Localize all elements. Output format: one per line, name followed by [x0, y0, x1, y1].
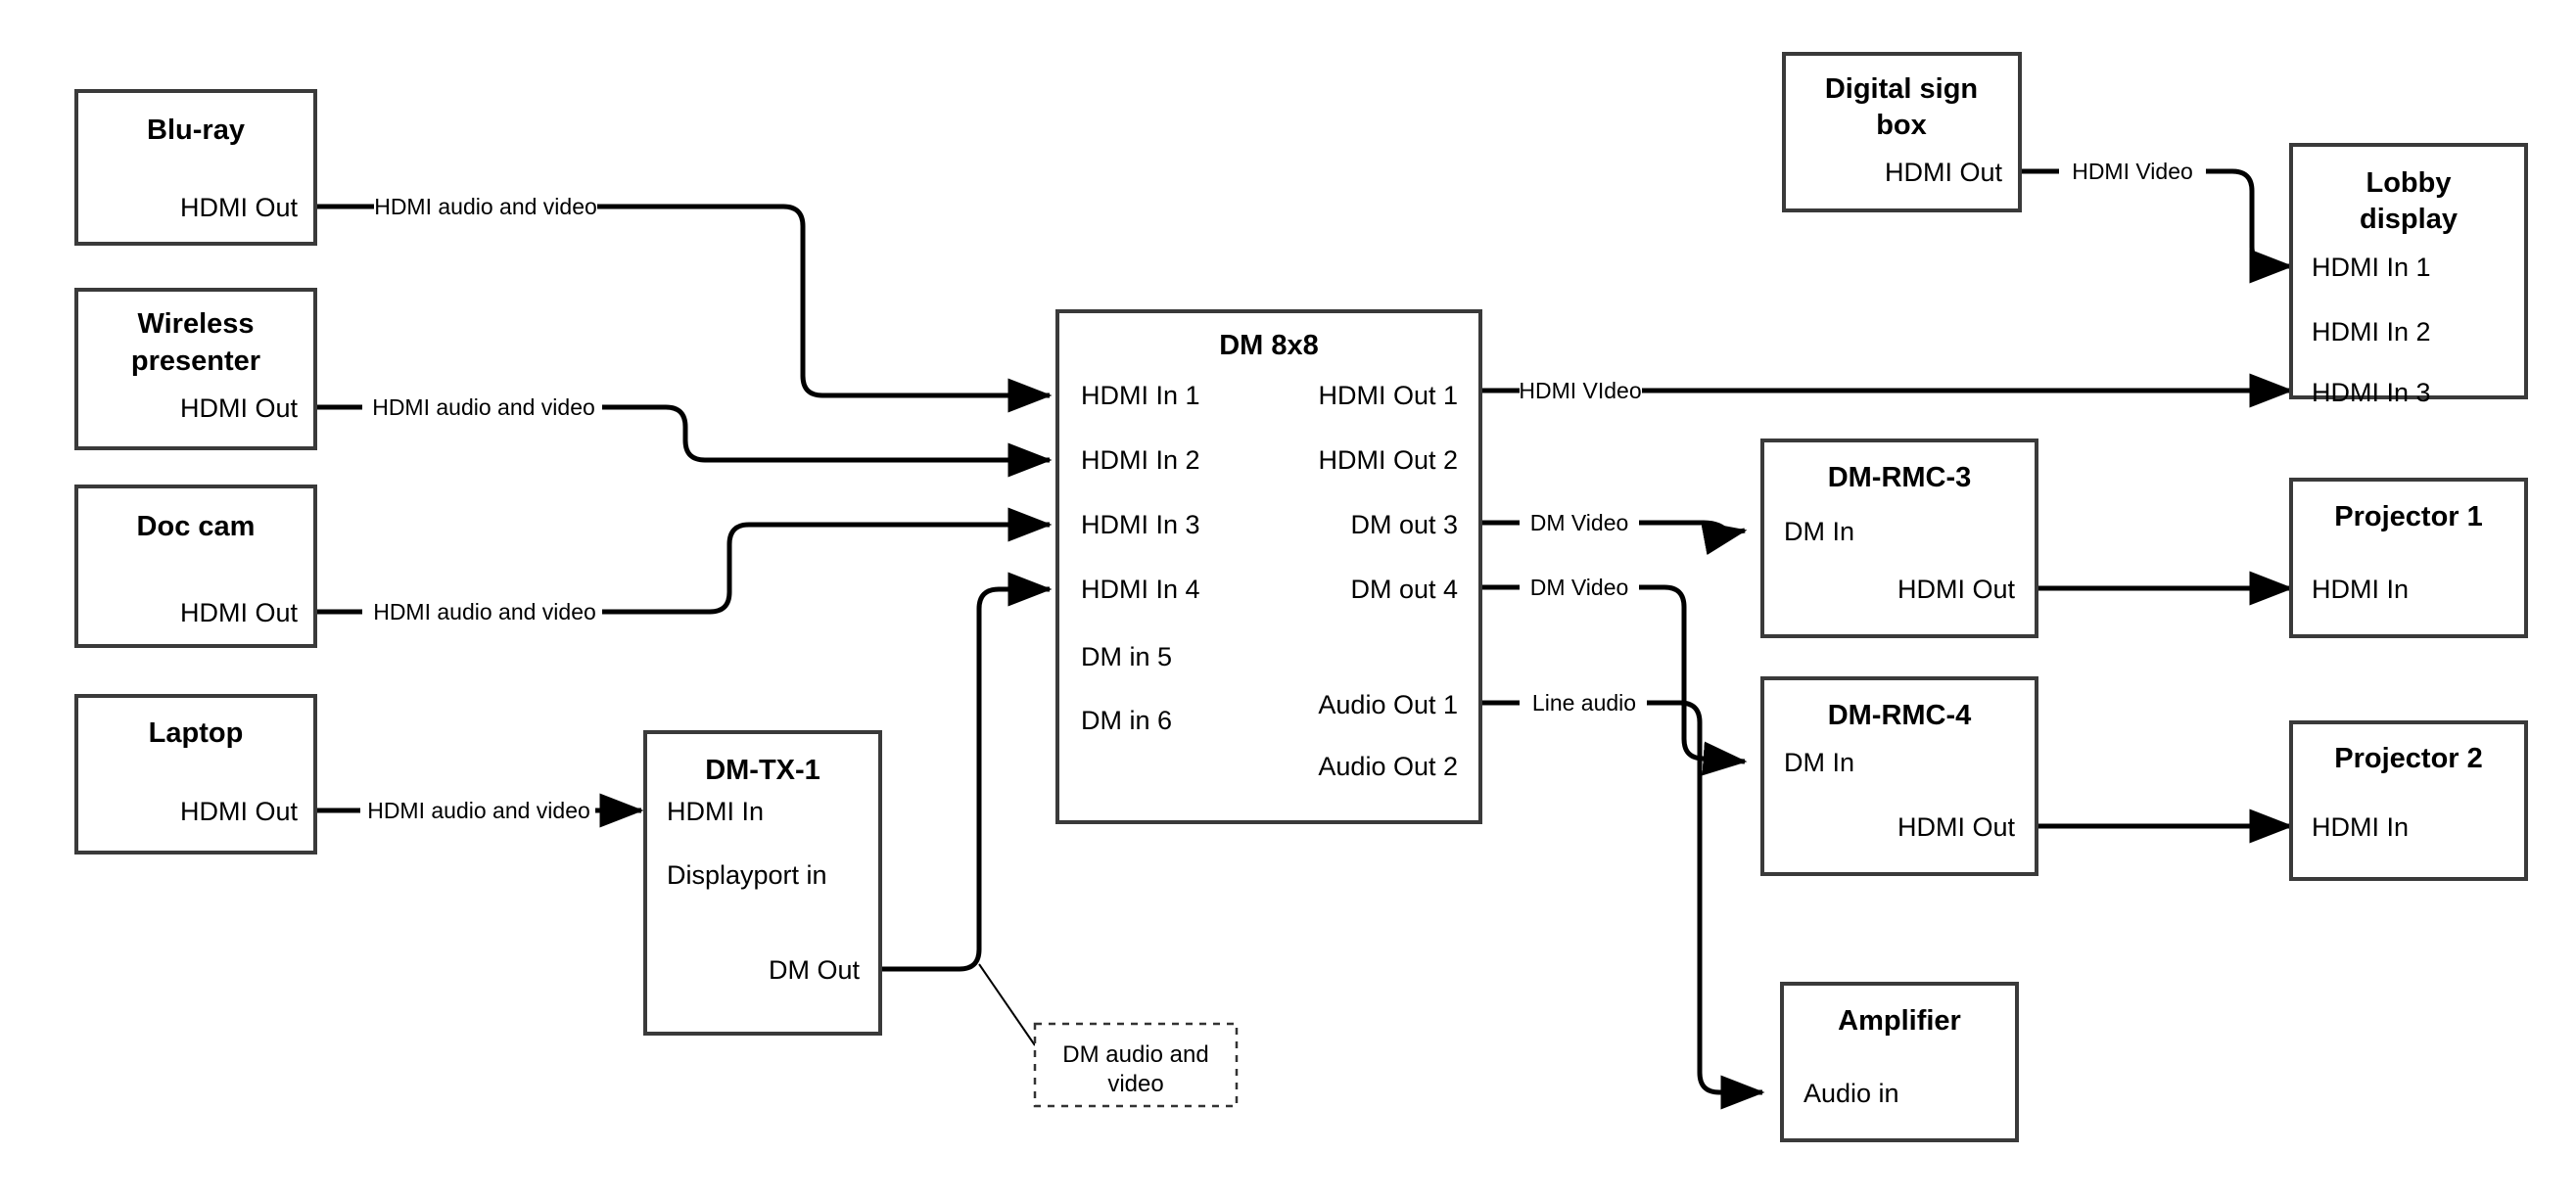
dm-8x8-input-hdmi-in-4: HDMI In 4 [1081, 575, 1200, 604]
node-amplifier[interactable]: Amplifier Audio in [1780, 982, 2019, 1142]
laptop-box[interactable] [74, 694, 317, 855]
dm-8x8-output-hdmi-out-2: HDMI Out 2 [1318, 445, 1458, 475]
dm-tx-1-port-dm-out: DM Out [769, 955, 861, 985]
callout-line2: video [1107, 1071, 1163, 1097]
dm-8x8-input-dm-in-6: DM in 6 [1081, 706, 1172, 735]
dm-tx-1-box[interactable] [643, 730, 882, 1036]
edge-audioout1-to-amplifier [1480, 700, 1762, 1092]
lobby-display-title-line1: Lobby [2366, 167, 2452, 199]
projector-1-title: Projector 1 [2334, 501, 2483, 532]
dm-8x8-box[interactable] [1055, 309, 1482, 824]
amplifier-port-audio-in: Audio in [1803, 1079, 1899, 1108]
projector-1-box[interactable] [2289, 478, 2528, 638]
projector-2-box[interactable] [2289, 720, 2528, 881]
dm-8x8-input-hdmi-in-2: HDMI In 2 [1081, 445, 1200, 475]
wireless-presenter-port-hdmi-out: HDMI Out [180, 393, 299, 423]
callout-leader-line [978, 963, 1036, 1046]
edge-wireless-to-dm8x8 [315, 404, 1050, 460]
callout-box [1033, 1022, 1239, 1108]
digital-sign-box-title-line2: box [1876, 110, 1927, 141]
edge-label-dm-video-4: DM Video [1530, 575, 1629, 600]
dm-rmc-4-port-dm-in: DM In [1784, 748, 1854, 777]
bluray-box[interactable] [74, 89, 317, 246]
projector-2-title: Projector 2 [2334, 743, 2483, 774]
laptop-port-hdmi-out: HDMI Out [180, 797, 299, 826]
doc-cam-title: Doc cam [137, 511, 256, 542]
node-bluray[interactable]: Blu-ray HDMI Out [74, 89, 317, 246]
callout-line1: DM audio and [1062, 1041, 1208, 1068]
node-projector-2[interactable]: Projector 2 HDMI In [2289, 720, 2528, 881]
wireless-presenter-box[interactable] [74, 288, 317, 450]
node-dm-rmc-4[interactable]: DM-RMC-4 DM In HDMI Out [1760, 676, 2038, 876]
projector-2-port-hdmi-in: HDMI In [2312, 812, 2409, 842]
lobby-display-port-hdmi-in-1: HDMI In 1 [2312, 253, 2431, 282]
node-wireless-presenter[interactable]: Wireless presenter HDMI Out [74, 288, 317, 450]
bluray-port-hdmi-out: HDMI Out [180, 193, 299, 222]
wireless-presenter-title-line1: Wireless [137, 308, 254, 340]
node-projector-1[interactable]: Projector 1 HDMI In [2289, 478, 2528, 638]
digital-sign-box-title-line1: Digital sign [1825, 73, 1978, 105]
dm-8x8-input-hdmi-in-3: HDMI In 3 [1081, 510, 1200, 539]
node-dm-rmc-3[interactable]: DM-RMC-3 DM In HDMI Out [1760, 439, 2038, 638]
lobby-display-port-hdmi-in-2: HDMI In 2 [2312, 317, 2431, 346]
edge-label-bluray: HDMI audio and video [374, 194, 597, 219]
edge-label-line-audio: Line audio [1532, 690, 1636, 716]
dm-8x8-output-hdmi-out-1: HDMI Out 1 [1318, 381, 1458, 410]
dm-tx-1-port-displayport-in: Displayport in [667, 860, 827, 890]
dm-8x8-input-hdmi-in-1: HDMI In 1 [1081, 381, 1200, 410]
dm-8x8-input-dm-in-5: DM in 5 [1081, 642, 1172, 671]
edge-label-hdmi-video-lobby: HDMI VIdeo [1519, 378, 1641, 403]
laptop-title: Laptop [149, 717, 244, 749]
dm-rmc-3-port-dm-in: DM In [1784, 517, 1854, 546]
doc-cam-port-hdmi-out: HDMI Out [180, 598, 299, 627]
amplifier-title: Amplifier [1838, 1005, 1961, 1037]
edge-label-dm-video-3: DM Video [1530, 510, 1629, 535]
callout-dm-audio-and-video: DM audio and video [1033, 1022, 1239, 1108]
edge-label-laptop: HDMI audio and video [367, 798, 590, 823]
edge-dmout4-to-rmc4 [1480, 584, 1745, 762]
node-dm-tx-1[interactable]: DM-TX-1 HDMI In Displayport in DM Out [643, 730, 882, 1036]
edge-bluray-to-dm8x8 [315, 204, 1050, 395]
doc-cam-box[interactable] [74, 485, 317, 648]
edge-label-wireless: HDMI audio and video [372, 394, 595, 420]
dm-8x8-title: DM 8x8 [1219, 330, 1319, 361]
dm-rmc-3-title: DM-RMC-3 [1828, 462, 1972, 493]
node-dm-8x8[interactable]: DM 8x8 HDMI In 1 HDMI In 2 HDMI In 3 HDM… [1055, 309, 1482, 824]
node-digital-sign-box[interactable]: Digital sign box HDMI Out [1782, 52, 2022, 212]
lobby-display-port-hdmi-in-3: HDMI In 3 [2312, 378, 2431, 407]
lobby-display-box[interactable] [2289, 143, 2528, 399]
edge-dmtx1-to-dm8x8 [880, 572, 1053, 972]
dm-rmc-3-box[interactable] [1760, 439, 2038, 638]
dm-8x8-output-dm-out-4: DM out 4 [1350, 575, 1458, 604]
dm-tx-1-port-hdmi-in: HDMI In [667, 797, 764, 826]
dm-8x8-output-audio-out-2: Audio Out 2 [1318, 752, 1458, 781]
node-laptop[interactable]: Laptop HDMI Out [74, 694, 317, 855]
node-lobby-display[interactable]: Lobby display HDMI In 1 HDMI In 2 HDMI I… [2289, 143, 2528, 407]
dm-rmc-4-box[interactable] [1760, 676, 2038, 876]
lobby-display-title-line2: display [2360, 204, 2458, 235]
dm-rmc-3-port-hdmi-out: HDMI Out [1897, 575, 2016, 604]
projector-1-port-hdmi-in: HDMI In [2312, 575, 2409, 604]
bluray-title: Blu-ray [147, 115, 245, 146]
edge-signbox-to-lobby [2020, 168, 2291, 266]
dm-rmc-4-port-hdmi-out: HDMI Out [1897, 812, 2016, 842]
amplifier-box[interactable] [1780, 982, 2019, 1142]
dm-rmc-4-title: DM-RMC-4 [1828, 700, 1972, 731]
node-doc-cam[interactable]: Doc cam HDMI Out [74, 485, 317, 648]
dm-8x8-output-dm-out-3: DM out 3 [1350, 510, 1458, 539]
digital-sign-box[interactable] [1782, 52, 2022, 212]
edge-doccam-to-dm8x8 [315, 525, 1050, 615]
wireless-presenter-title-line2: presenter [131, 346, 260, 377]
dm-tx-1-title: DM-TX-1 [705, 755, 820, 786]
digital-sign-box-port-hdmi-out: HDMI Out [1885, 158, 2003, 187]
edge-label-signbox: HDMI Video [2072, 159, 2193, 184]
edge-label-doccam: HDMI audio and video [373, 599, 596, 624]
dm-8x8-output-audio-out-1: Audio Out 1 [1318, 690, 1458, 719]
edge-dmout3-to-rmc3 [1480, 523, 1745, 533]
